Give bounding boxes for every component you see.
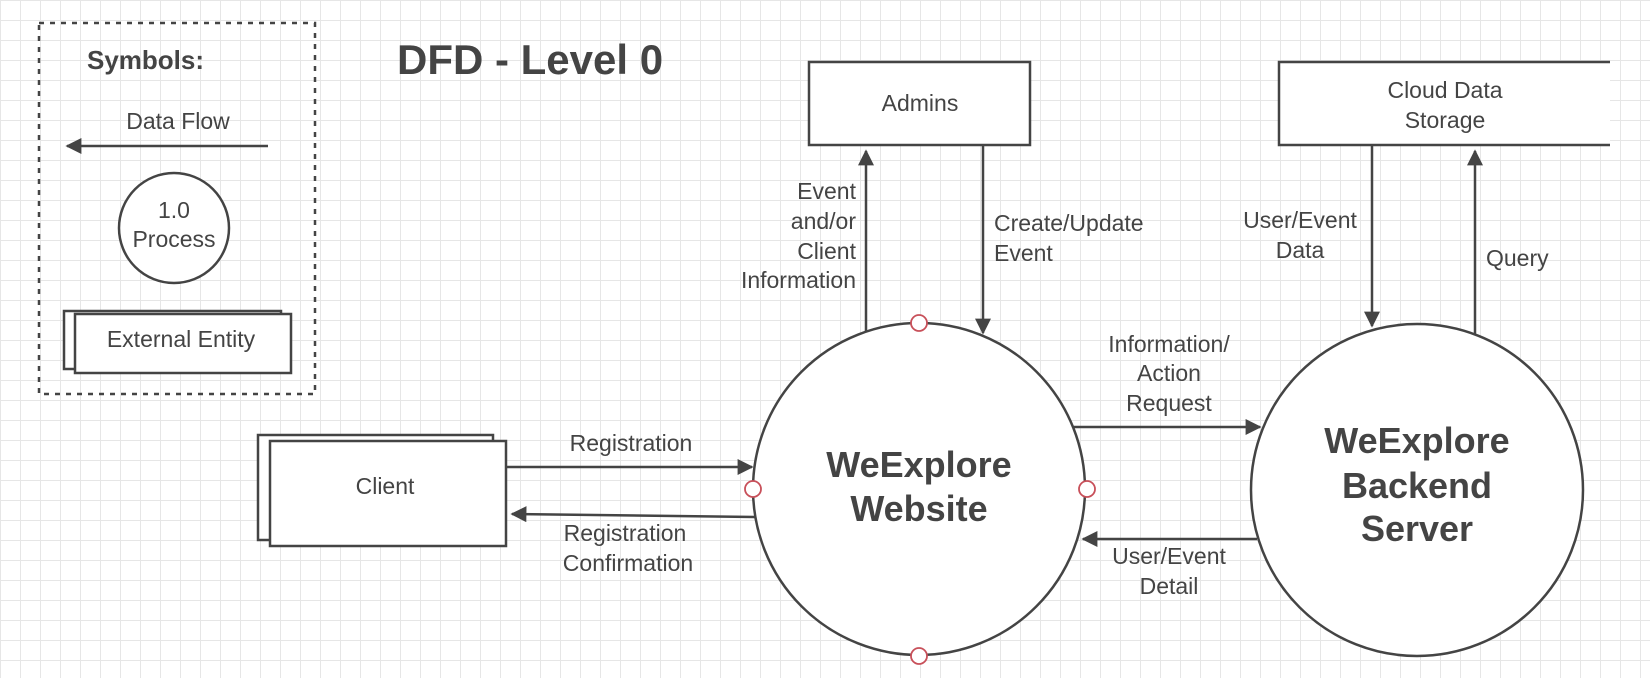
registration-label: Registration	[570, 430, 693, 456]
backend-process: WeExplore Backend Server	[1249, 322, 1585, 658]
client-entity: Client	[256, 433, 508, 548]
connection-handle-bottom[interactable]	[910, 647, 928, 665]
create-update-label-line1: Create/Update	[994, 210, 1144, 236]
legend-process-symbol	[117, 171, 231, 285]
backend-process-circle	[1249, 322, 1585, 658]
cloud-storage-entity: Cloud Data Storage	[1277, 60, 1610, 147]
user-event-data-label-line2: Data	[1276, 237, 1325, 263]
user-event-detail-label-line1: User/Event	[1112, 543, 1226, 569]
cloud-storage-box	[1277, 60, 1610, 147]
website-process-label-line2: Website	[850, 488, 987, 529]
connection-handle-top[interactable]	[910, 314, 928, 332]
event-info-label-line4: Information	[741, 267, 856, 293]
legend-process-label: Process	[132, 226, 215, 252]
admins-box	[807, 60, 1032, 147]
reg-confirmation-label-line1: Registration	[564, 520, 687, 546]
event-info-label-line3: Client	[797, 238, 856, 264]
cloud-storage-label-line2: Storage	[1405, 107, 1486, 133]
legend-entity-label: External Entity	[107, 326, 256, 352]
connection-handle-right[interactable]	[1078, 480, 1096, 498]
info-request-label-line2: Action	[1137, 360, 1201, 386]
website-process: WeExplore Website	[744, 314, 1096, 665]
legend-heading: Symbols:	[87, 45, 204, 75]
client-box	[268, 439, 508, 548]
diagram-title: DFD - Level 0	[397, 36, 663, 83]
legend: Symbols: Data Flow 1.0 Process External …	[37, 21, 317, 396]
legend-border	[37, 21, 317, 396]
legend-entity-symbol	[73, 312, 293, 375]
backend-process-label-line3: Server	[1361, 508, 1473, 549]
cloud-storage-label-line1: Cloud Data	[1387, 77, 1502, 103]
client-label: Client	[356, 473, 415, 499]
event-info-label-line2: and/or	[791, 208, 857, 234]
legend-process-number: 1.0	[158, 197, 190, 223]
event-info-label-line1: Event	[797, 178, 856, 204]
reg-confirmation-label-line2: Confirmation	[563, 550, 693, 576]
admins-entity: Admins	[807, 60, 1032, 147]
admins-label: Admins	[882, 90, 959, 116]
query-label: Query	[1486, 245, 1549, 271]
create-update-label-line2: Event	[994, 240, 1053, 266]
flow-website-to-client	[510, 506, 756, 523]
info-request-label-line1: Information/	[1108, 331, 1230, 357]
legend-data-flow-label: Data Flow	[126, 108, 230, 134]
connection-handle-left[interactable]	[744, 480, 762, 498]
user-event-detail-label-line2: Detail	[1140, 573, 1199, 599]
info-request-label-line3: Request	[1126, 390, 1212, 416]
user-event-data-label-line1: User/Event	[1243, 207, 1357, 233]
website-process-label-line1: WeExplore	[826, 444, 1011, 485]
backend-process-label-line1: WeExplore	[1324, 420, 1509, 461]
backend-process-label-line2: Backend	[1342, 465, 1492, 506]
